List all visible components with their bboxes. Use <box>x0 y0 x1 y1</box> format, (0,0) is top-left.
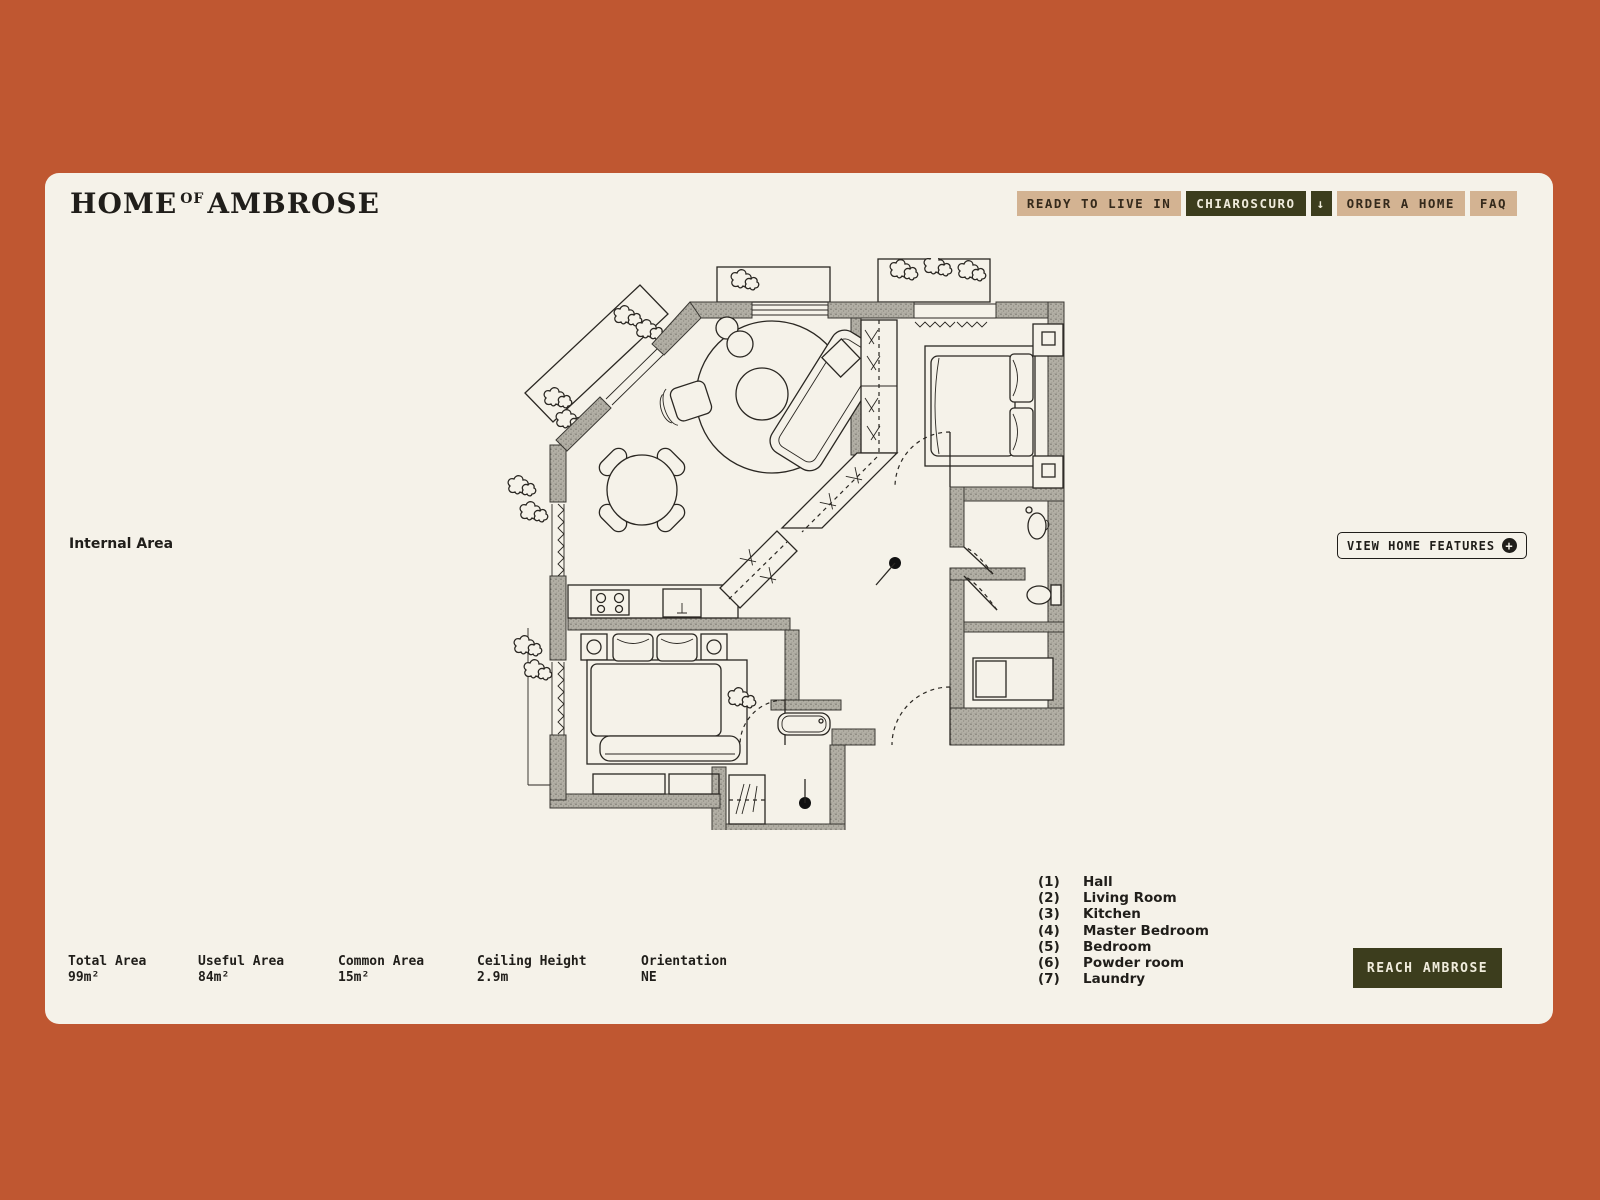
laundry-and-bath <box>728 712 831 825</box>
wardrobes <box>719 319 899 609</box>
nav-ready-to-live-in[interactable]: READY TO LIVE IN <box>1016 191 1182 216</box>
logo-home: HOME <box>70 187 178 220</box>
reach-ambrose-button[interactable]: REACH AMBROSE <box>1353 948 1502 988</box>
hall <box>875 557 951 746</box>
plus-circle-icon: + <box>1502 538 1518 553</box>
nav-bar: READY TO LIVE IN CHIAROSCURO ↓ ORDER A H… <box>1016 191 1517 216</box>
room-legend: (1)Hall (2)Living Room (3)Kitchen (4)Mas… <box>1038 874 1209 987</box>
features-button-label: VIEW HOME FEATURES <box>1347 538 1496 553</box>
walls <box>549 301 1065 841</box>
legend-row: (1)Hall <box>1038 874 1113 890</box>
living-room <box>598 316 885 533</box>
dining-table <box>598 447 686 533</box>
legend-row: (2)Living Room <box>1038 890 1177 907</box>
floor-plan <box>505 255 1065 841</box>
nav-dropdown-arrow-button[interactable]: ↓ <box>1310 191 1332 216</box>
logo-ambrose: AMBROSE <box>207 187 380 220</box>
kitchen <box>567 584 739 619</box>
logo-of: OF <box>180 191 205 207</box>
nav-chiaroscuro[interactable]: CHIAROSCURO <box>1186 191 1306 216</box>
arrow-down-icon: ↓ <box>1316 196 1326 211</box>
legend-row: (3)Kitchen <box>1038 906 1141 923</box>
master-bedroom <box>894 323 1064 489</box>
bedroom <box>580 633 786 795</box>
balconies <box>507 255 991 786</box>
sofa <box>769 329 885 472</box>
legend-row: (4)Master Bedroom <box>1038 922 1209 939</box>
nav-faq[interactable]: FAQ <box>1469 191 1517 216</box>
legend-row: (6)Powder room <box>1038 955 1185 972</box>
armchair <box>659 380 713 426</box>
windows <box>551 303 996 735</box>
internal-area-label: Internal Area <box>69 536 174 552</box>
legend-row: (5)Bedroom <box>1038 938 1152 955</box>
floor-plan-svg <box>507 255 1065 841</box>
view-home-features-button[interactable]: VIEW HOME FEATURES + <box>1337 532 1528 559</box>
legend-row: (7)Laundry <box>1038 971 1146 988</box>
nav-order-a-home[interactable]: ORDER A HOME <box>1336 191 1465 216</box>
powder-room <box>963 506 1062 701</box>
